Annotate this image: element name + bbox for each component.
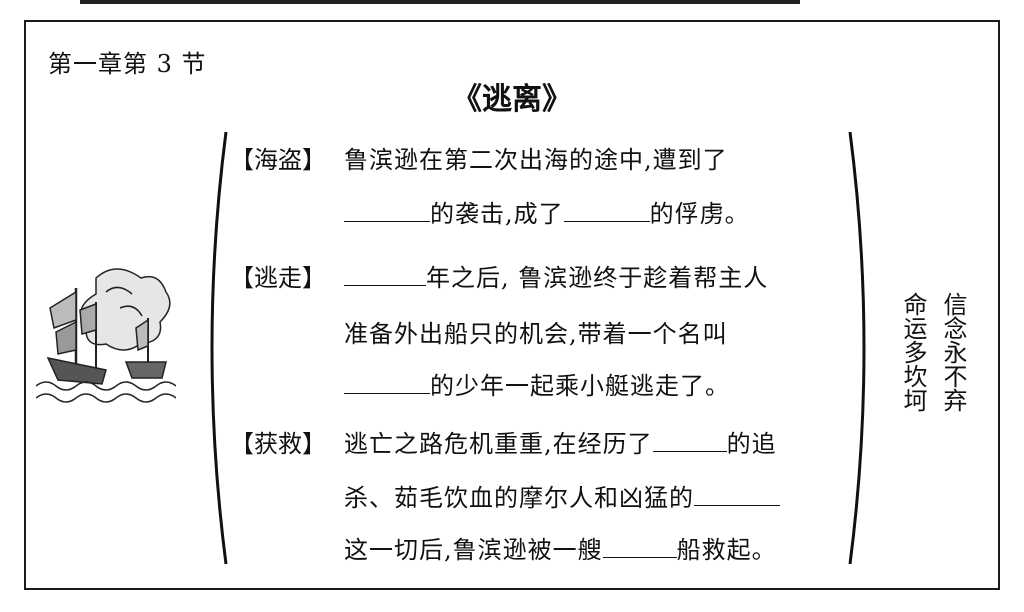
text-segment: 逃亡之路危机重重,在经历了 [344, 430, 653, 458]
section-text-line: 鲁滨逊在第二次出海的途中,遭到了 [344, 140, 728, 175]
text-segment: 的少年一起乘小艇逃走了。 [430, 372, 730, 400]
page-title: 《逃离》 [452, 82, 572, 117]
section-text-line: 这一切后,鲁滨逊被一艘 船救起。 [344, 530, 777, 565]
right-parenthesis [840, 128, 880, 568]
fill-in-blank[interactable] [563, 199, 650, 222]
fill-in-blank[interactable] [344, 199, 430, 222]
section-tag-rescued: 【获救】 [230, 430, 326, 458]
side-text-left-column: 命运多坎坷 [899, 292, 927, 412]
section-text-line: 的袭击,成了 的俘虏。 [344, 194, 750, 229]
section-text-line: 年之后, 鲁滨逊终于趁着帮主人 [344, 258, 768, 293]
fill-in-blank[interactable] [344, 263, 426, 286]
text-segment: 的俘虏。 [649, 200, 750, 228]
sailing-ship-illustration [35, 258, 177, 408]
text-segment: 船救起。 [676, 536, 777, 564]
text-segment: 杀、茹毛饮血的摩尔人和凶猛的 [344, 484, 694, 512]
left-parenthesis [196, 128, 236, 568]
fill-in-blank[interactable] [344, 371, 430, 394]
fill-in-blank[interactable] [602, 535, 677, 558]
section-tag-pirates: 【海盗】 [230, 146, 326, 174]
text-segment: 鲁滨逊在第二次出海的途中,遭到了 [344, 146, 728, 174]
chapter-label: 第一章第 3 节 [48, 50, 207, 78]
section-text-line: 的少年一起乘小艇逃走了。 [344, 366, 730, 401]
side-text-right-column: 信念永不弃 [939, 292, 967, 412]
section-text-line: 杀、茹毛饮血的摩尔人和凶猛的 [344, 478, 780, 513]
fill-in-blank[interactable] [652, 429, 727, 452]
section-text-line: 准备外出船只的机会,带着一个名叫 [344, 314, 728, 349]
text-segment: 的袭击,成了 [430, 200, 564, 228]
text-segment: 准备外出船只的机会,带着一个名叫 [344, 320, 728, 348]
worksheet-frame [24, 20, 1000, 590]
section-tag-escape: 【逃走】 [230, 264, 326, 292]
text-segment: 这一切后,鲁滨逊被一艘 [344, 536, 603, 564]
section-text-line: 逃亡之路危机重重,在经历了 的追 [344, 424, 777, 459]
text-segment: 年之后, 鲁滨逊终于趁着帮主人 [426, 264, 769, 292]
fill-in-blank[interactable] [694, 483, 780, 506]
text-segment: 的追 [726, 430, 777, 458]
top-rule [80, 0, 800, 4]
